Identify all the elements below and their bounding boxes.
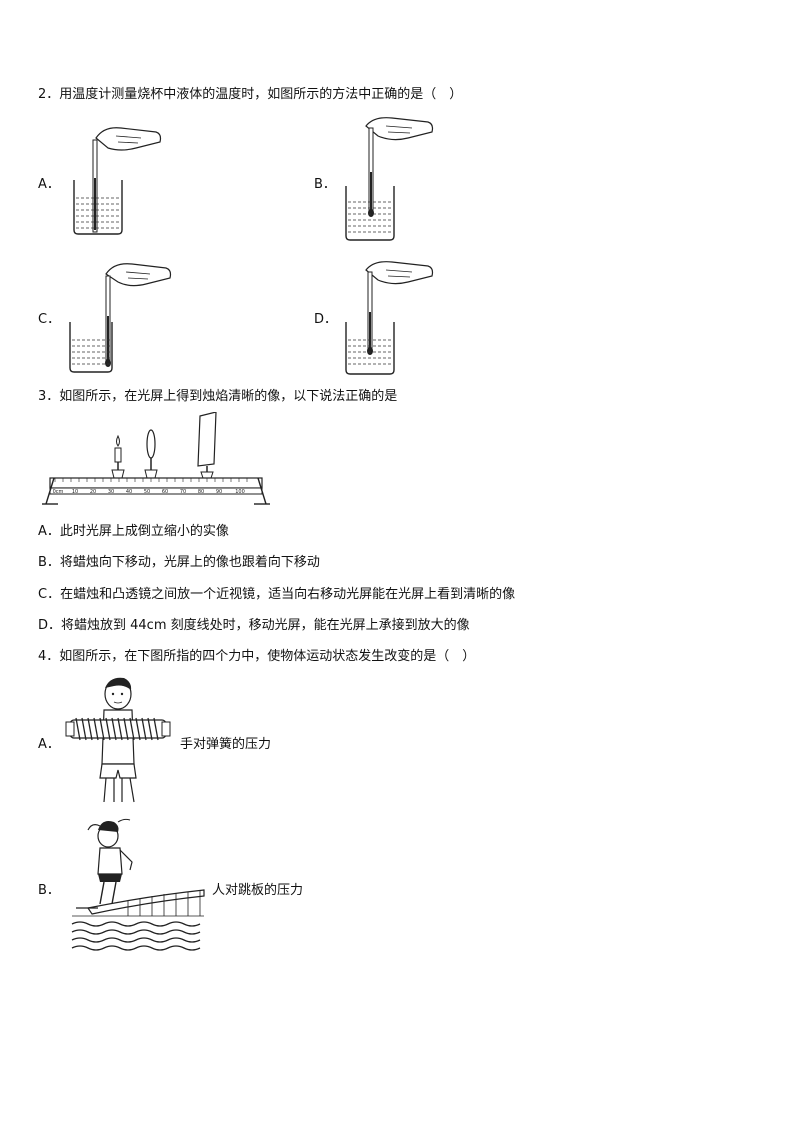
ruler-tick-0: 0cm — [53, 489, 64, 495]
ruler-tick-10: 10 — [72, 489, 78, 495]
question-3-stem: 3．如图所示，在光屏上得到烛焰清晰的像，以下说法正确的是 — [38, 389, 398, 404]
q2-option-b-figure — [340, 112, 450, 242]
q2-option-b-letter: B． — [314, 177, 336, 192]
q2-option-d-letter: D． — [314, 312, 338, 327]
ruler-tick-100: 100 — [235, 489, 245, 495]
q3-option-b: B．将蜡烛向下移动，光屏上的像也跟着向下移动 — [38, 555, 320, 570]
q4-option-b-caption: 人对跳板的压力 — [212, 883, 304, 898]
q3-option-d: D．将蜡烛放到 44cm 刻度线处时，移动光屏，能在光屏上承接到放大的像 — [38, 618, 470, 633]
ruler-tick-80: 80 — [198, 489, 204, 495]
ruler-tick-60: 60 — [162, 489, 168, 495]
question-2-stem: 2．用温度计测量烧杯中液体的温度时，如图所示的方法中正确的是（ ） — [38, 87, 463, 102]
q2-option-c-figure — [66, 256, 186, 376]
ruler-tick-40: 40 — [126, 489, 132, 495]
ruler-tick-30: 30 — [108, 489, 114, 495]
ruler-tick-20: 20 — [90, 489, 96, 495]
q2-option-c-letter: C． — [38, 312, 61, 327]
q2-option-d-figure — [340, 254, 450, 379]
ruler-tick-50: 50 — [144, 489, 150, 495]
q3-option-a: A．此时光屏上成倒立缩小的实像 — [38, 524, 229, 539]
ruler-tick-70: 70 — [180, 489, 186, 495]
q3-option-c: C．在蜡烛和凸透镜之间放一个近视镜，适当向右移动光屏能在光屏上看到清晰的像 — [38, 587, 516, 602]
q4-option-a-letter: A． — [38, 737, 60, 752]
q2-option-a-letter: A． — [38, 177, 60, 192]
q2-option-a-figure — [66, 118, 176, 238]
question-4-stem: 4．如图所示，在下图所指的四个力中，使物体运动状态发生改变的是（ ） — [38, 649, 476, 664]
q4-option-a-figure — [64, 672, 174, 807]
ruler-tick-90: 90 — [216, 489, 222, 495]
q4-option-b-figure — [68, 816, 208, 956]
q4-option-a-caption: 手对弹簧的压力 — [180, 737, 272, 752]
q4-option-b-letter: B． — [38, 883, 60, 898]
q3-optical-bench-figure: 0cm 10 20 30 40 50 60 70 80 90 100 — [40, 412, 270, 512]
